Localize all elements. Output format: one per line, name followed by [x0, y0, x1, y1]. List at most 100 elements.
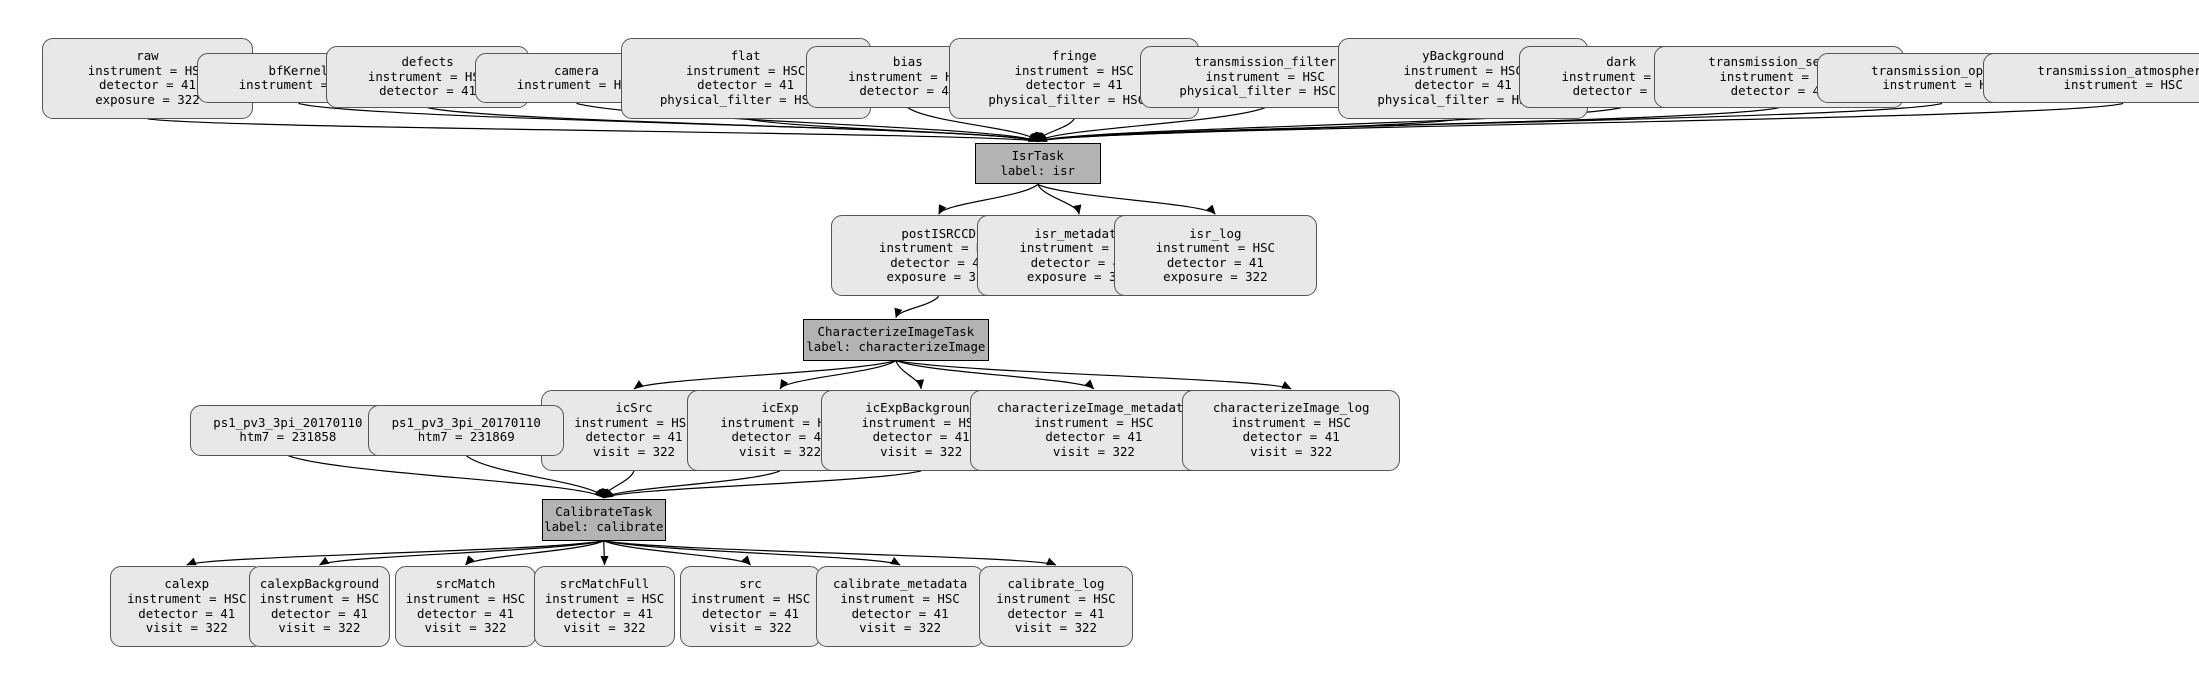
node-text-line: instrument = HSC [1034, 414, 1154, 430]
node-text-line: visit = 322 [145, 620, 228, 636]
node-text-line: flat [730, 48, 761, 64]
node-text-line: physical_filter = HSC-Y [1179, 83, 1351, 99]
node-text-line: defects [401, 53, 454, 69]
node-text-line: label: calibrate [544, 518, 664, 534]
node-text-line: instrument = HSC [1231, 414, 1351, 430]
node-text-line: detector = 41 [416, 605, 514, 621]
node-text-line: visit = 322 [739, 444, 822, 460]
node-text-line: ps1_pv3_3pi_20170110 [213, 414, 363, 430]
node-text-line: instrument = HSC [1561, 68, 1681, 84]
node-text-line: instrument = HSC [848, 68, 968, 84]
node-text-line: label: characterizeImage [806, 338, 986, 354]
node-text-line: detector = 41 [731, 429, 829, 445]
graph-edge [603, 540, 1057, 566]
node-text-line: htm7 = 231858 [239, 429, 337, 445]
node-text-line: detector = 41 [1414, 77, 1512, 93]
node-text-line: instrument = HSC [1719, 68, 1839, 84]
graph-edge [894, 295, 940, 319]
node-text-line: instrument = HSC [720, 414, 840, 430]
graph-edge [603, 470, 781, 499]
node-text-line: visit = 322 [1052, 444, 1135, 460]
node-text-line: detector = 41 [1572, 83, 1670, 99]
node-text-line: exposure = 322 [1163, 269, 1268, 285]
node-text-line: detector = 41 [1025, 77, 1123, 93]
node-text-line: camera [554, 62, 599, 78]
node-text-line: icExpBackground [865, 400, 978, 416]
node-text-line: detector = 41 [556, 605, 653, 621]
node-text-line: instrument = HSC [1882, 77, 2002, 93]
node-text-line: calexp [164, 576, 210, 592]
node-text-line: visit = 322 [424, 620, 507, 636]
node-text-line: CalibrateTask [555, 504, 653, 520]
graph-edge [895, 360, 1095, 390]
node-text-line: instrument = HSC [367, 68, 488, 84]
graph-edge [895, 359, 1292, 390]
node-text-line: detector = 41 [851, 605, 949, 621]
graph-edge [603, 540, 901, 566]
node-text-line: transmission_sensor [1708, 53, 1850, 69]
node-text-line: visit = 322 [859, 620, 942, 636]
node-text-line: isr_log [1189, 225, 1242, 241]
node-text-line: instrument = HSC [690, 590, 811, 606]
node-text-line: instrument = HSC [544, 590, 665, 606]
graph-edge [147, 118, 1039, 143]
node-text-line: icExp [761, 400, 799, 416]
graph-edge [1037, 118, 1464, 143]
node-text-line: visit = 322 [709, 620, 792, 636]
node-text-line: visit = 322 [880, 444, 963, 460]
node-text-line: visit = 322 [278, 620, 361, 636]
graph-edge [186, 540, 604, 566]
node-text-line: transmission_atmosphere [2037, 62, 2199, 78]
node-text-line: srcMatch [435, 576, 496, 592]
node-text-line: detector = 41 [1030, 254, 1128, 270]
graph-edge [895, 360, 925, 390]
graph-edge [745, 118, 1039, 143]
graph-edge [600, 540, 609, 566]
node-text-line: visit = 322 [563, 620, 646, 636]
node-text-line: instrument = HSC [405, 590, 526, 606]
graph-edge-group [147, 102, 2124, 566]
node-text-line: instrument = HSC [127, 590, 247, 606]
node-text-line: instrument = HSC [879, 240, 999, 256]
node-text-line: visit = 322 [592, 444, 676, 460]
node-text-line: detector = 41 [859, 83, 957, 99]
node-text-line: htm7 = 231869 [417, 429, 515, 445]
graph-edge [1037, 183, 1216, 215]
node-text-line: IsrTask [1011, 147, 1064, 163]
node-text-line: detector = 41 [702, 605, 800, 621]
graph-edge [938, 183, 1039, 215]
node-text-line: instrument = HSC [2063, 77, 2183, 93]
node-text-line: src [739, 576, 762, 592]
node-text-line: detector = 41 [98, 77, 196, 93]
node-text-line: physical_filter = HSC-Y [988, 91, 1160, 107]
node-text-line: calibrate_log [1007, 576, 1105, 592]
node-text-line: instrument = HSC [996, 590, 1116, 606]
node-text-line: dark [1606, 53, 1637, 69]
node-text-line: detector = 41 [1242, 429, 1340, 445]
node-text-line: calibrate_metadata [832, 576, 968, 592]
node-text-line: bias [892, 53, 923, 69]
graph-edge [603, 470, 922, 499]
graph-edge [1037, 184, 1082, 215]
node-text-line: exposure = 322 [1026, 269, 1132, 285]
node-text-line: detector = 41 [585, 429, 683, 445]
node-text-line: instrument = HSC [259, 590, 380, 606]
node-text-line: postISRCCD [901, 225, 976, 241]
node-text-line: icSrc [615, 400, 653, 416]
